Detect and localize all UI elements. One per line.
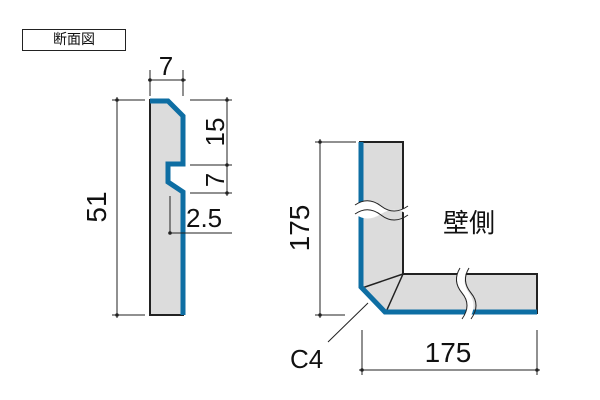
groove-depth-label: 2.5 — [186, 203, 222, 233]
groove-label: 7 — [200, 173, 230, 187]
profile-body — [149, 99, 184, 316]
wall-side-label: 壁側 — [443, 209, 495, 239]
profile-finish-surface — [150, 98, 186, 315]
horizontal-length-label: 175 — [425, 337, 472, 368]
profile-section — [149, 98, 186, 316]
corner-section — [354, 141, 538, 320]
width-label: 7 — [159, 51, 173, 81]
profile-dimensions — [112, 70, 232, 318]
chamfer-label: C4 — [290, 344, 323, 374]
height-label: 51 — [81, 191, 112, 222]
top-segment-label: 15 — [200, 118, 230, 147]
diagram-title: 断面図 — [22, 29, 126, 51]
vertical-length-label: 175 — [284, 205, 315, 252]
